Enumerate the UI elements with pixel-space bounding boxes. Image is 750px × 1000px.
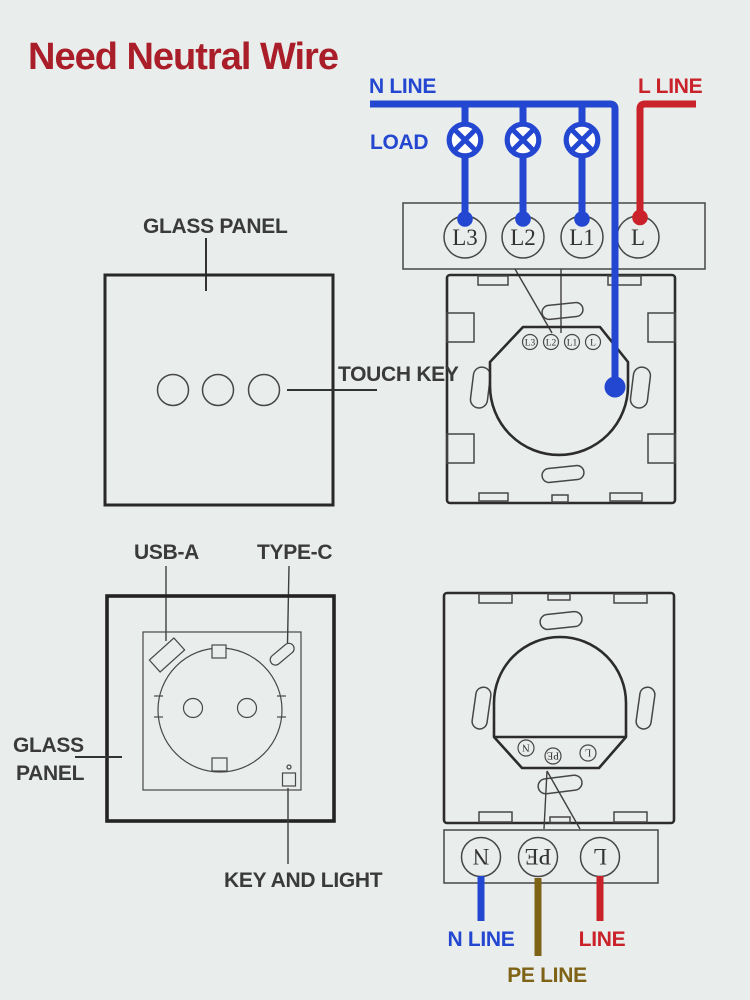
mounting-tab bbox=[609, 492, 643, 502]
terminal-label-l1: L1 bbox=[569, 225, 595, 250]
internal-terminal-l bbox=[579, 744, 597, 762]
pin-hole bbox=[236, 697, 258, 719]
mounting-tab bbox=[613, 811, 648, 823]
type-c-label: TYPE-C bbox=[257, 541, 332, 564]
top-terminal-block: L3 L2 L1 L bbox=[402, 202, 706, 334]
pe-line-label-bottom: PE LINE bbox=[507, 964, 587, 987]
connection-dot bbox=[574, 211, 590, 227]
earth-clip bbox=[211, 644, 227, 659]
key-and-light-label: KEY AND LIGHT bbox=[224, 869, 383, 892]
mounting-tab bbox=[613, 593, 648, 604]
mounting-tab bbox=[647, 312, 676, 343]
live-connection-dot bbox=[632, 209, 648, 226]
socket-mechanism-outline bbox=[492, 635, 628, 770]
l-line-label: L LINE bbox=[638, 75, 703, 98]
internal-terminal-l3 bbox=[521, 333, 539, 351]
connection-dot bbox=[515, 211, 531, 227]
pin-hole bbox=[182, 697, 204, 719]
lamp-cross bbox=[568, 126, 596, 154]
mounting-tab bbox=[477, 275, 509, 286]
touch-key-circle bbox=[156, 373, 190, 407]
mounting-tab bbox=[551, 494, 569, 503]
type-c-slot bbox=[269, 642, 295, 666]
screw-slot bbox=[541, 464, 585, 484]
mounting-tab bbox=[478, 593, 513, 604]
load-label: LOAD bbox=[370, 131, 428, 154]
page-title: Need Neutral Wire bbox=[28, 36, 339, 78]
screw-slot bbox=[539, 610, 583, 631]
internal-terminal-label: L2 bbox=[546, 339, 557, 349]
bottom-terminal-block: N PE L N LINE LINE PE LINE bbox=[443, 829, 659, 987]
socket-front-panel bbox=[105, 594, 336, 823]
internal-terminal-l1 bbox=[563, 333, 581, 351]
screw-slot bbox=[471, 686, 492, 730]
earth-clip bbox=[211, 757, 228, 772]
usb-a-slot bbox=[148, 637, 186, 673]
leader-line bbox=[286, 565, 290, 645]
internal-terminal-label: L bbox=[590, 339, 596, 349]
indicator-dot bbox=[286, 764, 292, 770]
mounting-tab bbox=[607, 275, 642, 286]
internal-terminal-label: PE bbox=[547, 750, 559, 761]
mounting-tab bbox=[478, 811, 513, 823]
touch-key-label: TOUCH KEY bbox=[338, 363, 459, 386]
internal-terminal-label: L3 bbox=[525, 339, 536, 349]
neutral-wire bbox=[370, 100, 619, 387]
leader-line bbox=[514, 268, 553, 334]
mounting-tab bbox=[547, 593, 571, 601]
leader-line bbox=[543, 770, 548, 830]
key-light-button bbox=[281, 772, 297, 787]
lamp-cross bbox=[509, 126, 537, 154]
n-line-label-bottom: N LINE bbox=[447, 928, 514, 951]
lamp-cross bbox=[451, 126, 479, 154]
mounting-tab bbox=[647, 433, 676, 464]
internal-terminal-pe bbox=[544, 747, 562, 765]
switch-back-view: L3 L2 L1 L bbox=[445, 273, 677, 505]
usb-a-label: USB-A bbox=[134, 541, 199, 564]
touch-key-circle bbox=[201, 373, 235, 407]
terminal-label-l3: L3 bbox=[452, 225, 478, 250]
connection-dot bbox=[457, 211, 473, 227]
socket-front-view: USB-A TYPE-C GLASS PANEL KEY AND LIGHT bbox=[13, 541, 383, 892]
line-label-bottom: LINE bbox=[579, 928, 626, 951]
internal-terminal-n bbox=[517, 739, 535, 757]
neutral-connection-dot bbox=[604, 376, 626, 398]
switch-mechanism-outline bbox=[488, 325, 630, 457]
screw-slot bbox=[541, 301, 584, 321]
screw-slot bbox=[629, 366, 652, 409]
touch-key-circle bbox=[247, 373, 281, 407]
terminal-circle-pe bbox=[517, 836, 559, 878]
mounting-tab bbox=[446, 312, 475, 343]
n-line-label-top: N LINE bbox=[369, 75, 436, 98]
socket-recess-circle bbox=[157, 647, 283, 773]
screw-slot bbox=[537, 774, 583, 795]
internal-terminal-l2 bbox=[542, 333, 560, 351]
socket-inner-frame bbox=[142, 631, 302, 791]
terminal-label-l: L bbox=[631, 225, 645, 250]
mounting-tab bbox=[446, 433, 475, 464]
socket-back-view: N PE L bbox=[442, 591, 676, 830]
live-wire bbox=[636, 100, 696, 213]
terminal-label-pe: PE bbox=[525, 844, 552, 869]
mounting-tab bbox=[549, 816, 571, 824]
top-wiring: N LINE L LINE LOAD bbox=[369, 75, 703, 398]
socket-back-panel bbox=[442, 591, 676, 825]
glass-panel-side-label-line1: GLASS bbox=[13, 734, 84, 757]
internal-terminal-label: L1 bbox=[567, 339, 578, 349]
switch-front-view: GLASS PANEL TOUCH KEY bbox=[103, 215, 459, 507]
terminal-label-n: N bbox=[472, 844, 489, 869]
switch-back-panel bbox=[445, 273, 677, 505]
leader-line bbox=[546, 770, 581, 830]
mounting-tab bbox=[478, 492, 509, 502]
screw-slot bbox=[635, 686, 656, 730]
screw-slot bbox=[469, 366, 492, 409]
glass-panel-label: GLASS PANEL bbox=[143, 215, 288, 238]
internal-terminal-l bbox=[584, 333, 602, 351]
terminal-label-l: L bbox=[593, 844, 607, 869]
glass-panel-side-label-line2: PANEL bbox=[16, 762, 85, 785]
internal-terminal-label: N bbox=[522, 742, 530, 753]
internal-terminal-label: L bbox=[585, 747, 591, 758]
terminal-label-l2: L2 bbox=[510, 225, 536, 250]
